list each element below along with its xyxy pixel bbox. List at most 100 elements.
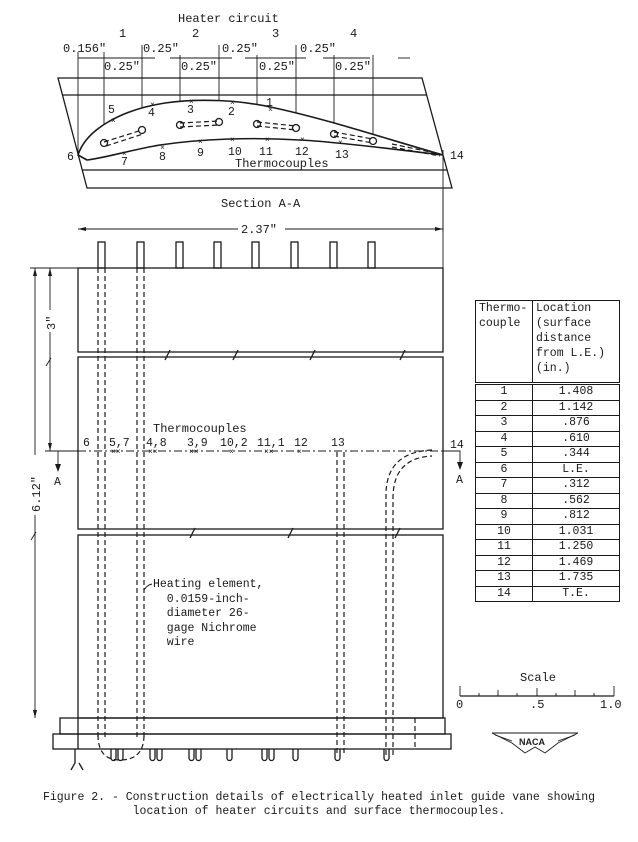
cell-location: 1.031 <box>532 523 620 540</box>
section-a-a-view: Heater circuit 1 2 3 4 0.156" 0.25" 0.25… <box>57 12 464 232</box>
cell-thermocouple: 11 <box>475 539 533 556</box>
scale-tick-0: 0 <box>456 698 463 712</box>
svg-text:×: × <box>160 144 165 153</box>
tc-label-6-leading-edge: 6 <box>67 151 74 164</box>
naca-logo-text: NACA <box>519 737 545 747</box>
circuit-number-3: 3 <box>272 27 279 41</box>
dimension-spacing-upper-2: 0.25" <box>222 42 258 56</box>
cell-thermocouple: 3 <box>475 415 533 432</box>
cell-thermocouple: 4 <box>475 430 533 447</box>
base-plate-upper <box>59 717 446 735</box>
blade-holder-outline <box>57 77 453 189</box>
cell-thermocouple: 2 <box>475 399 533 416</box>
svg-text:×: × <box>150 101 155 110</box>
terminal-pins-bottom <box>110 749 390 762</box>
tc-label-1: 1 <box>266 97 273 110</box>
station-labels: 6 5,7 4,8 3,9 10,2 11,1 12 13 14 <box>83 437 464 452</box>
table-row: 9.812 <box>475 508 620 525</box>
tc-label-4: 4 <box>148 107 155 120</box>
table-row: 5.344 <box>475 446 620 463</box>
circuit-number-4: 4 <box>350 27 357 41</box>
thermocouple-location-table: Thermo- couple Location (surface distanc… <box>475 300 620 602</box>
terminal-pins-top <box>97 241 376 269</box>
svg-text:×: × <box>229 448 234 457</box>
blade-segment-top <box>77 267 444 353</box>
section-marker-left: A <box>54 476 61 489</box>
scale-tick-1: 1.0 <box>600 698 622 712</box>
section-title: Section A-A <box>221 197 301 211</box>
cell-thermocouple: 8 <box>475 492 533 509</box>
dimension-spacing-upper-1: 0.25" <box>143 42 179 56</box>
heating-element-wires <box>97 268 433 761</box>
header-location: Location (surface distance from L.E.) (i… <box>532 300 620 384</box>
elevation-view: 2.37" T <box>22 190 464 771</box>
heater-wires-section <box>99 117 441 157</box>
cell-location: .312 <box>532 477 620 494</box>
cell-location: L.E. <box>532 461 620 478</box>
scale-bar: Scale 0 .5 1.0 <box>456 671 622 712</box>
tc-label-2: 2 <box>228 106 235 119</box>
dimension-spacing-lower-3: 0.25" <box>259 60 295 74</box>
table-header-row: Thermo- couple Location (surface distanc… <box>475 300 620 384</box>
dimension-spacing-upper-3: 0.25" <box>300 42 336 56</box>
station-6: 6 <box>83 437 90 450</box>
tc-label-8: 8 <box>159 151 166 164</box>
scale-tick-half: .5 <box>530 698 544 712</box>
cell-location: 1.408 <box>532 382 620 401</box>
break-marks <box>164 349 406 539</box>
table-row: 4.610 <box>475 430 620 447</box>
cell-location: .610 <box>532 430 620 447</box>
naca-logo: NACA <box>491 732 579 754</box>
cell-thermocouple: 14 <box>475 585 533 602</box>
svg-text:×: × <box>230 99 235 108</box>
cell-location: 1.142 <box>532 399 620 416</box>
svg-text:×: × <box>230 136 235 145</box>
cell-location: .876 <box>532 415 620 432</box>
cell-location: 1.250 <box>532 539 620 556</box>
section-thermocouples-label: Thermocouples <box>235 157 329 171</box>
section-thermocouple-marks: ×× ×× ×× ×× ×× ×× <box>111 98 343 159</box>
section-height-dimension: 3" <box>45 316 59 330</box>
dimension-spacing-lower-4: 0.25" <box>335 60 371 74</box>
tc-label-10: 10 <box>228 146 242 159</box>
svg-text:×: × <box>338 139 343 148</box>
table-row: 3.876 <box>475 415 620 432</box>
table-row: 7.312 <box>475 477 620 494</box>
circuit-number-1: 1 <box>119 27 126 41</box>
cell-thermocouple: 6 <box>475 461 533 478</box>
svg-text:×: × <box>297 448 302 457</box>
tc-label-5: 5 <box>108 104 115 117</box>
heating-element-callout: Heating element, 0.0159-inch- diameter 2… <box>153 578 264 649</box>
svg-text:××: ×× <box>111 448 121 457</box>
heater-circuit-label: Heater circuit <box>178 12 279 26</box>
tc-label-11: 11 <box>259 146 273 159</box>
blade-segment-middle <box>77 356 444 530</box>
dimension-spacing-lower-1: 0.25" <box>104 60 140 74</box>
airfoil-section <box>77 99 444 161</box>
dimension-spacing-lower-2: 0.25" <box>181 60 217 74</box>
base-plate-lower <box>52 733 452 750</box>
station-13: 13 <box>331 437 345 450</box>
figure-caption: Figure 2. - Construction details of elec… <box>0 791 638 819</box>
chord-dimension: 2.37" <box>241 223 277 237</box>
svg-text:××: ×× <box>189 448 199 457</box>
cell-location: T.E. <box>532 585 620 602</box>
station-marks: ×××× ××× ××× <box>111 448 302 457</box>
scale-title: Scale <box>520 671 556 685</box>
span-dimension: 6.12" <box>30 476 44 512</box>
svg-text:×: × <box>198 138 203 147</box>
station-3-9: 3,9 <box>187 437 208 450</box>
section-marker-right: A <box>456 474 463 487</box>
tc-label-9: 9 <box>197 147 204 160</box>
table-row: 8.562 <box>475 492 620 509</box>
cell-location: .562 <box>532 492 620 509</box>
cell-location: .812 <box>532 508 620 525</box>
station-5-7: 5,7 <box>109 437 130 450</box>
